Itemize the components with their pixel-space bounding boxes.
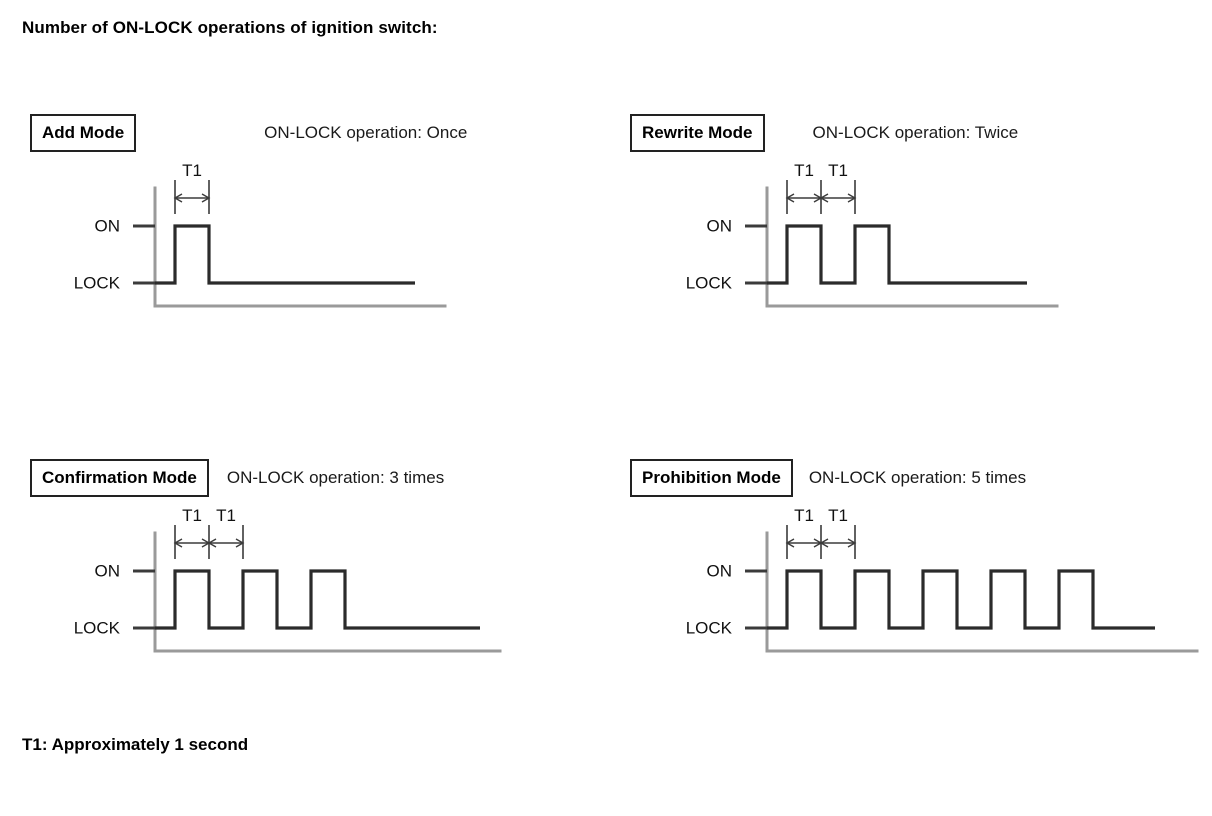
dimension-label-t1: T1 (216, 506, 236, 525)
footnote-t1: T1: Approximately 1 second (22, 735, 249, 754)
dimension-arrowhead-right (847, 193, 857, 203)
panel-header: Confirmation Mode ON-LOCK operation: 3 t… (0, 455, 444, 501)
level-label-on: ON (95, 216, 121, 235)
operation-count-label: ON-LOCK operation: Twice (812, 123, 1019, 142)
page-title: Number of ON-LOCK operations of ignition… (22, 18, 438, 37)
dimension-arrowhead-left (173, 193, 183, 203)
axis (765, 186, 1059, 308)
waveform-rewrite-mode: ON LOCK T1 T1 (612, 161, 1212, 396)
waveform-svg: ON LOCK T1 T1 (74, 506, 502, 653)
dimension-arrowhead-left (785, 538, 795, 548)
signal-waveform (155, 224, 415, 285)
waveform-svg: ON LOCK T1 T1 (686, 161, 1059, 308)
waveform-confirmation-mode: ON LOCK T1 T1 (0, 506, 600, 741)
level-label-lock: LOCK (686, 273, 733, 292)
panel-header: Prohibition Mode ON-LOCK operation: 5 ti… (612, 455, 1026, 501)
dimension-arrowhead-right (201, 193, 211, 203)
dimension-label-t1: T1 (182, 161, 202, 180)
dimension-arrowhead-left (207, 538, 217, 548)
mode-label-box[interactable]: Add Mode (30, 114, 137, 152)
level-label-on: ON (95, 561, 121, 580)
mode-label-box[interactable]: Prohibition Mode (630, 459, 793, 497)
waveform-svg: ON LOCK T1 (74, 161, 447, 308)
signal-waveform (767, 569, 1155, 630)
axis (765, 531, 1199, 653)
dimension-arrowhead-right (235, 538, 245, 548)
dimension-arrowhead-left (819, 538, 829, 548)
dimension-arrowhead-right (847, 538, 857, 548)
level-label-lock: LOCK (74, 618, 121, 637)
waveform-svg: ON LOCK T1 T1 (686, 506, 1199, 653)
panel-header: Rewrite Mode ON-LOCK operation: Twice (612, 110, 1018, 156)
panel-header: Add Mode ON-LOCK operation: Once (0, 110, 467, 156)
axis (153, 186, 447, 308)
dimension-label-t1: T1 (828, 506, 848, 525)
operation-count-label: ON-LOCK operation: Once (264, 123, 468, 142)
dimension-label-t1: T1 (794, 506, 814, 525)
panel-add-mode: Add Mode ON-LOCK operation: Once ON LOCK T… (0, 110, 600, 440)
level-label-lock: LOCK (74, 273, 121, 292)
panel-prohibition-mode: Prohibition Mode ON-LOCK operation: 5 ti… (612, 455, 1212, 785)
waveform-prohibition-mode: ON LOCK T1 T1 (612, 506, 1212, 741)
axis (153, 531, 502, 653)
panel-confirmation-mode: Confirmation Mode ON-LOCK operation: 3 t… (0, 455, 600, 785)
signal-waveform (767, 224, 1027, 285)
dimension-label-t1: T1 (794, 161, 814, 180)
dimension-arrowhead-left (173, 538, 183, 548)
mode-label-box[interactable]: Confirmation Mode (30, 459, 209, 497)
level-label-on: ON (707, 216, 733, 235)
level-label-lock: LOCK (686, 618, 733, 637)
panel-rewrite-mode: Rewrite Mode ON-LOCK operation: Twice ON… (612, 110, 1212, 440)
signal-waveform (155, 569, 480, 630)
operation-count-label: ON-LOCK operation: 5 times (808, 468, 1027, 487)
dimension-label-t1: T1 (182, 506, 202, 525)
dimension-arrowhead-left (819, 193, 829, 203)
dimension-label-t1: T1 (828, 161, 848, 180)
waveform-add-mode: ON LOCK T1 (0, 161, 600, 396)
mode-label-box[interactable]: Rewrite Mode (630, 114, 765, 152)
level-label-on: ON (707, 561, 733, 580)
operation-count-label: ON-LOCK operation: 3 times (226, 468, 445, 487)
dimension-arrowhead-left (785, 193, 795, 203)
